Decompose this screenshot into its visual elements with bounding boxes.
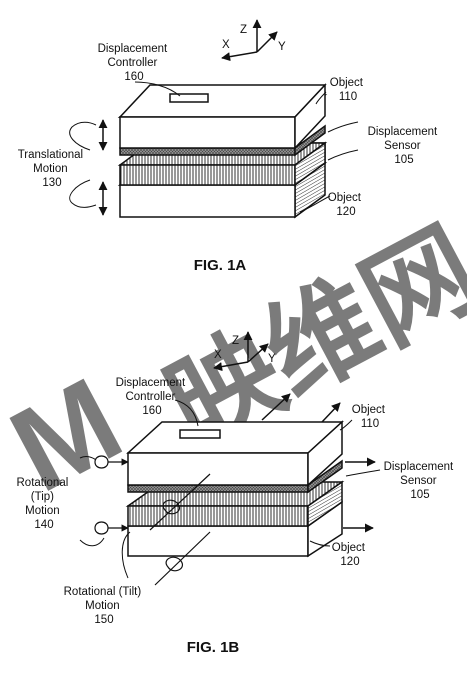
caption-1b: FIG. 1B	[187, 639, 240, 656]
translational-motion-line1-1a: Translational	[18, 149, 83, 161]
caption-1a: FIG. 1A	[194, 257, 247, 274]
controller-pad-1b	[179, 429, 221, 439]
displacement-sensor-num-1b: 105	[410, 489, 429, 501]
object-120-block-1b	[127, 500, 343, 558]
rotational-tip-line1-1b: Rotational	[17, 477, 69, 489]
rotational-tilt-line2-1b: Motion	[85, 600, 120, 612]
motion-arrows-1b	[261, 393, 376, 533]
object-120-line1-1b: Object	[332, 542, 366, 554]
displacement-controller-num-1b: 160	[142, 405, 161, 417]
object-120-line1-1a: Object	[328, 192, 362, 204]
axis-z-label-1b: Z	[232, 335, 239, 347]
object-120-num-1b: 120	[340, 556, 359, 568]
object-110-line1-1b: Object	[352, 404, 386, 416]
fig-1a-labels: Z X Y Displacement Controller 160 Object…	[18, 24, 441, 274]
axis-x-label-1b: X	[214, 349, 222, 361]
object-110-line1-1a: Object	[330, 77, 364, 89]
displacement-sensor-line1-1b: Displacement	[384, 461, 454, 473]
object-110-num-1a: 110	[339, 91, 357, 103]
object-110-num-1b: 110	[361, 418, 379, 430]
rotational-tip-line2-1b: (Tip)	[31, 491, 54, 503]
object-120-num-1a: 120	[336, 206, 355, 218]
axis-x-label-1a: X	[222, 39, 230, 51]
displacement-sensor-label-1b: Displacement Sensor 105	[384, 461, 457, 501]
displacement-controller-line2-1b: Controller	[125, 391, 175, 403]
rotational-tilt-num-1b: 150	[94, 614, 113, 626]
rotational-tip-label-1b: Rotational (Tip) Motion 140	[17, 477, 72, 531]
axis-triad-1a	[221, 19, 278, 62]
axis-y-label-1b: Y	[268, 353, 276, 365]
translational-motion-line2-1a: Motion	[33, 163, 68, 175]
fig-1a	[69, 19, 359, 219]
rotation-glyphs-1b	[94, 455, 183, 572]
rotational-tip-num-1b: 140	[34, 519, 53, 531]
translational-motion-num-1a: 130	[42, 177, 61, 189]
leaders-1b	[79, 399, 381, 579]
rotational-tilt-line1-1b: Rotational (Tilt)	[64, 586, 142, 598]
displacement-controller-line1-1a: Displacement	[98, 43, 168, 55]
rotational-tilt-label-1b: Rotational (Tilt) Motion 150	[64, 586, 145, 626]
fig-1b-labels: Z X Y Displacement Controller 160 Object…	[17, 335, 457, 656]
object-110-block-1a	[117, 83, 328, 150]
displacement-controller-line2-1a: Controller	[107, 57, 157, 69]
displacement-sensor-num-1a: 105	[394, 154, 413, 166]
object-110-block-1b	[126, 420, 344, 487]
displacement-sensor-label-1a: Displacement Sensor 105	[368, 126, 441, 166]
fig-1b	[79, 331, 381, 586]
object-120-label-1a: Object 120	[328, 192, 364, 218]
axis-triad-1b	[213, 331, 269, 372]
displacement-controller-label-1b: Displacement Controller 160	[116, 377, 189, 417]
object-110-label-1b: Object 110	[352, 404, 388, 430]
displacement-sensor-line2-1b: Sensor	[400, 475, 437, 487]
displacement-controller-line1-1b: Displacement	[116, 377, 186, 389]
tilt-axis-lines-1b	[149, 473, 211, 586]
axis-y-label-1a: Y	[278, 41, 286, 53]
controller-pad-1a	[169, 93, 209, 103]
displacement-controller-num-1a: 160	[124, 71, 143, 83]
axis-z-label-1a: Z	[240, 24, 247, 36]
object-110-label-1a: Object 110	[330, 77, 366, 103]
displacement-sensor-line1-1a: Displacement	[368, 126, 438, 138]
displacement-sensor-line2-1a: Sensor	[384, 140, 421, 152]
translational-motion-label-1a: Translational Motion 130	[18, 149, 87, 189]
rotational-tip-line3-1b: Motion	[25, 505, 60, 517]
object-120-label-1b: Object 120	[332, 542, 368, 568]
leaders-1a	[69, 81, 359, 213]
displacement-controller-label-1a: Displacement Controller 160	[98, 43, 171, 83]
